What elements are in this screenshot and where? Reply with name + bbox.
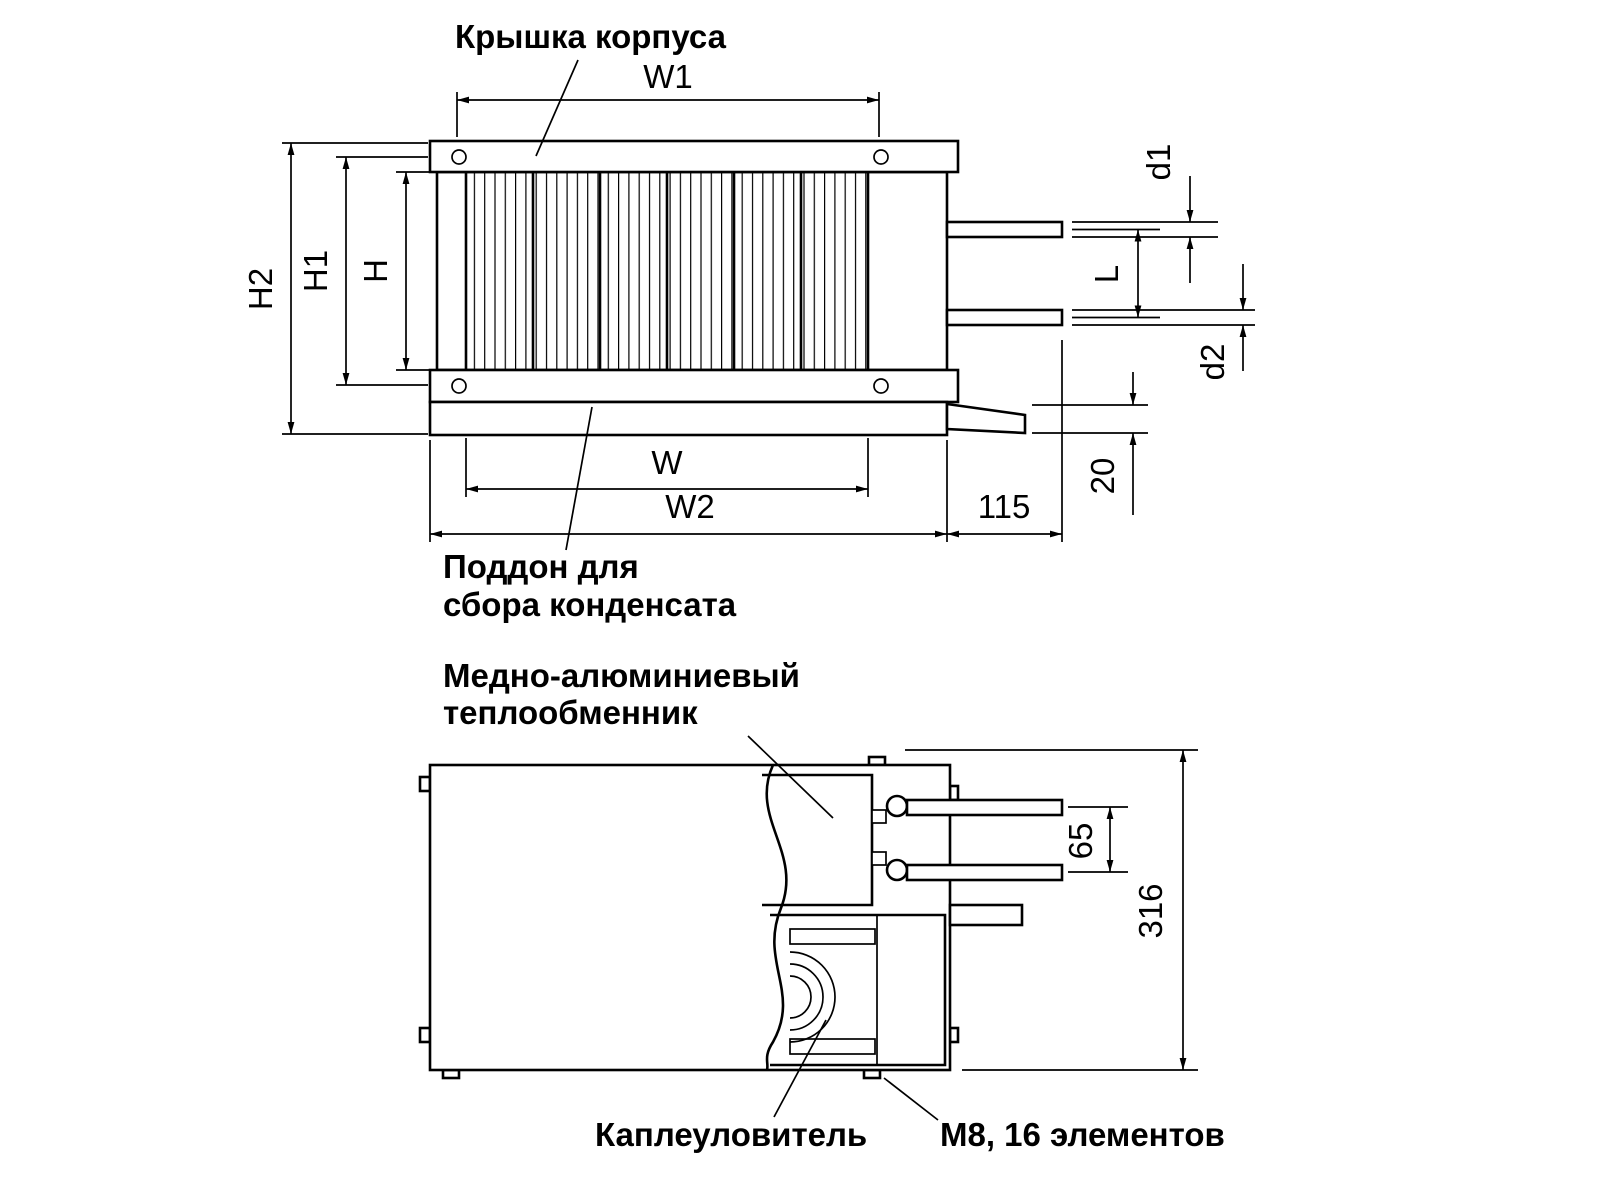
front-view xyxy=(428,139,1064,437)
mounting-hole xyxy=(873,149,889,165)
dim-w2-115 xyxy=(429,340,1063,542)
dim-w xyxy=(465,438,869,497)
pipe-upper xyxy=(945,220,1064,239)
label-bolts: М8, 16 элементов xyxy=(940,1116,1225,1153)
label-cover: Крышка корпуса xyxy=(455,18,727,55)
dim-h xyxy=(396,171,434,371)
label-hx-line1: Медно-алюминиевый xyxy=(443,657,800,694)
dim-w1 xyxy=(456,92,880,137)
dim-label-316: 316 xyxy=(1132,883,1169,938)
dim-label-115: 115 xyxy=(978,488,1031,525)
cover-flange xyxy=(428,139,960,174)
dim-label-h2: H2 xyxy=(242,268,279,310)
mounting-hole xyxy=(451,149,467,165)
mounting-hole xyxy=(873,378,889,394)
leader-cover xyxy=(535,59,579,157)
dim-label-w1: W1 xyxy=(643,58,693,95)
label-tray-line1: Поддон для xyxy=(443,548,639,585)
condensate-tray xyxy=(428,400,949,437)
drop-eliminator-frame xyxy=(770,913,947,1067)
side-pipe-lower xyxy=(905,863,1064,882)
side-view-dimensions: 65 316 xyxy=(905,749,1198,1071)
dim-h1 xyxy=(336,156,428,386)
pipe-lower xyxy=(945,308,1064,327)
eliminator-top-bar xyxy=(789,928,876,945)
leader-bolts xyxy=(883,1077,939,1121)
pipe-elbow-upper xyxy=(885,794,909,818)
label-eliminator: Каплеуловитель xyxy=(595,1116,867,1153)
dim-h2 xyxy=(282,142,428,435)
dim-label-w: W xyxy=(651,444,683,481)
side-drain-stub xyxy=(948,903,1024,927)
leader-tray xyxy=(565,406,593,551)
dim-l xyxy=(1072,228,1160,319)
dim-label-65: 65 xyxy=(1062,823,1099,860)
dim-label-d1: d1 xyxy=(1140,144,1177,181)
label-hx-line2: теплообменник xyxy=(443,694,698,731)
dim-d1 xyxy=(1072,176,1218,283)
pipe-fitting-lower xyxy=(871,851,887,866)
dim-d2 xyxy=(1072,264,1255,371)
dim-label-h: H xyxy=(357,259,394,283)
dim-label-w2: W2 xyxy=(665,488,715,525)
pipe-fitting-upper xyxy=(871,809,887,824)
side-view xyxy=(418,755,1064,1080)
heat-exchanger-block xyxy=(762,773,874,907)
side-pipe-upper xyxy=(905,798,1064,817)
pipe-elbow-lower xyxy=(885,858,909,882)
eliminator-bottom-bar xyxy=(789,1038,876,1055)
leader-eliminator xyxy=(773,1019,827,1118)
dim-label-l: L xyxy=(1088,265,1125,283)
dim-label-d2: d2 xyxy=(1194,344,1231,381)
dim-65 xyxy=(1068,806,1128,873)
break-line xyxy=(765,764,788,1071)
side-casing xyxy=(428,763,952,1072)
dim-20 xyxy=(1032,372,1148,515)
mounting-tabs xyxy=(418,755,960,1080)
dim-label-20: 20 xyxy=(1084,458,1121,495)
fin-separators xyxy=(531,172,803,370)
mounting-hole xyxy=(451,378,467,394)
drain-pipe xyxy=(945,402,1027,435)
label-tray-line2: сбора конденсата xyxy=(443,586,737,623)
dim-label-h1: H1 xyxy=(297,250,334,292)
bottom-flange xyxy=(428,368,960,404)
dim-316 xyxy=(905,749,1198,1071)
leader-heat-exchanger xyxy=(747,735,834,819)
eliminator-vanes xyxy=(789,951,836,1043)
front-view-dimensions: W1 H2 H1 H d1 xyxy=(242,58,1255,542)
